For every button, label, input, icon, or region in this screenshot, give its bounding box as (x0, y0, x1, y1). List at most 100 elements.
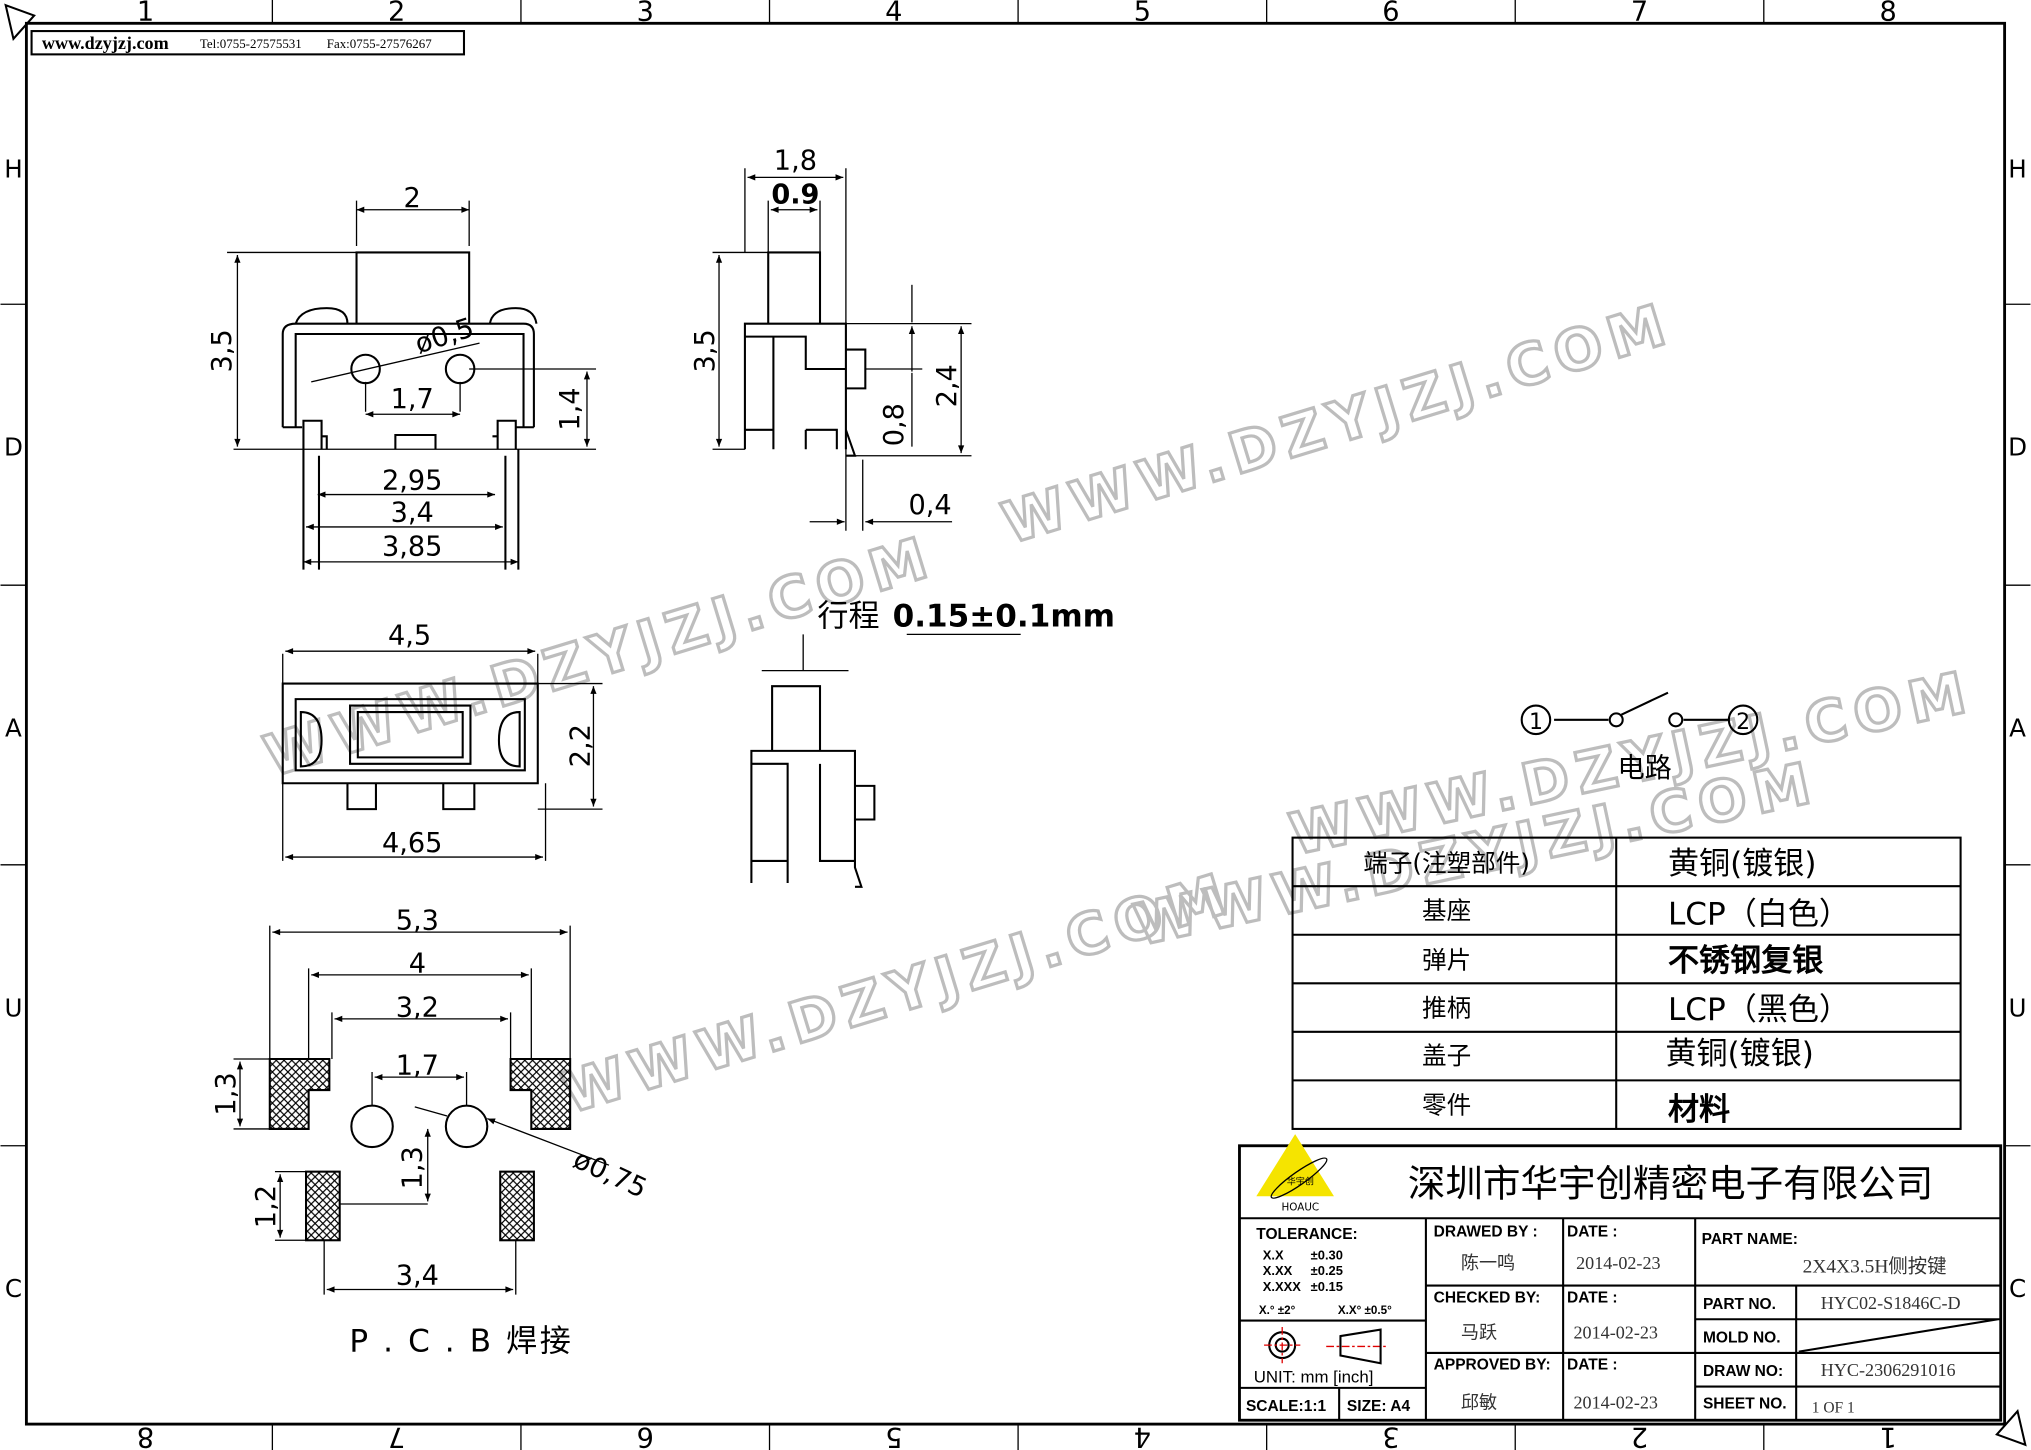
grid-columns-4: 5 (885, 1421, 902, 1450)
title-block-sheet-no-label: SHEET NO. (1703, 1396, 1787, 1413)
grid-columns-0: 1 (1879, 1421, 1896, 1450)
front-view: 2 3,5 ø0,5 1,7 1,4 2,95 3,4 3,85 (207, 183, 597, 570)
grid-rows-3: U (4, 993, 22, 1022)
materials-rows-0-material: 黄铜(镀银) (1668, 846, 1817, 882)
title-block-logo-brand: HOAUC (1282, 1201, 1320, 1213)
materials-rows-1-part: 基座 (1422, 896, 1471, 925)
dim-1-8: 1,8 (774, 146, 817, 177)
drawed-by: 陈一鸣 (1461, 1253, 1515, 1273)
dim-2-95: 2,95 (382, 465, 443, 496)
title-block-tolerances-1-val: ±0.25 (1311, 1263, 1343, 1278)
grid-column-labels-bottom: 8 7 6 5 4 3 2 1 (137, 1421, 1897, 1450)
grid-columns-0: 1 (137, 0, 154, 28)
dim-2-4: 2,4 (932, 364, 963, 407)
title-block-date-label: DATE : (1567, 1357, 1618, 1374)
title-block-approved-by-label: APPROVED BY: (1434, 1357, 1551, 1374)
grid-columns-3: 4 (885, 0, 902, 28)
part-no: HYC02-S1846C-D (1821, 1293, 1961, 1313)
title-block-date-label: DATE : (1567, 1289, 1618, 1306)
dim-1-3-hole: 1,3 (397, 1146, 428, 1189)
grid-rows-2: A (2009, 714, 2026, 743)
grid-rows-1: D (2008, 433, 2027, 462)
dim-hole-diameter: ø0,5 (411, 312, 477, 360)
scale-label: SCALE:1:1 (1246, 1398, 1327, 1415)
grid-columns-6: 7 (388, 1421, 405, 1450)
grid-columns-3: 4 (1134, 1421, 1151, 1450)
title-block-tolerances-2-val: ±0.15 (1311, 1279, 1343, 1294)
grid-rows-4: C (2009, 1274, 2026, 1303)
dim-4: 4 (409, 948, 426, 979)
title-block-drawed-by-label: DRAWED BY : (1434, 1223, 1538, 1240)
materials-rows-2-material: 不锈钢复银 (1668, 943, 1824, 979)
materials-rows-1-material: LCP（白色） (1668, 896, 1850, 932)
dim-hole-0-75: ø0,75 (568, 1144, 651, 1205)
date-drawed: 2014-02-23 (1576, 1253, 1660, 1273)
grid-rows-2: A (5, 714, 22, 743)
side-view: 1,8 0.9 3,5 2,4 0,8 0,4 (690, 146, 972, 531)
grid-rows-1: D (4, 433, 23, 462)
grid-rows-3: U (2009, 993, 2027, 1022)
dim-4-5: 4,5 (388, 621, 431, 652)
website-text: www.dzyjzj.com (42, 33, 169, 53)
travel-value: 0.15±0.1mm (893, 599, 1115, 635)
date-approved: 2014-02-23 (1573, 1393, 1657, 1413)
dim-3-4-pcb: 3,4 (396, 1260, 439, 1291)
title-block-tolerances-2-fmt: X.XXX (1263, 1279, 1301, 1294)
dim-3-5: 3,5 (690, 329, 721, 372)
date-checked: 2014-02-23 (1573, 1323, 1657, 1343)
grid-columns-5: 6 (637, 1421, 654, 1450)
materials-rows-3-material: LCP（黑色） (1668, 992, 1850, 1028)
materials-rows-3-part: 推柄 (1422, 993, 1471, 1022)
title-block-angle-tol-2: X.X° ±0.5° (1338, 1304, 1392, 1317)
title-block-angle-tol-1: X.° ±2° (1259, 1304, 1296, 1317)
grid-row-labels: H D A U C H D A U C (4, 154, 2027, 1303)
watermark: WWW.DZYJZJ.COM (555, 860, 1240, 1127)
tolerance-label: TOLERANCE: (1256, 1226, 1357, 1243)
grid-columns-7: 8 (1879, 0, 1896, 28)
dim-hole-pitch: 1,7 (391, 384, 434, 415)
pin-2-label: 2 (1736, 710, 1750, 735)
table-row: 弹片 不锈钢复银 (1422, 943, 1824, 979)
dim-4-65: 4,65 (382, 828, 443, 859)
dim-2-2: 2,2 (566, 724, 597, 767)
size-label: SIZE: A4 (1347, 1398, 1411, 1415)
title-block-part-name-label: PART NAME: (1702, 1231, 1798, 1248)
company-logo: 华宇创 HOAUC (1256, 1134, 1334, 1213)
grid-columns-2: 3 (1382, 1421, 1399, 1450)
company-name: 深圳市华宇创精密电子有限公司 (1408, 1161, 1933, 1205)
dim-0-9: 0.9 (771, 179, 819, 210)
circuit-diagram: 1 2 电路 (1520, 691, 1759, 784)
dim-3-85: 3,85 (382, 531, 443, 562)
title-block-logo-text: 华宇创 (1287, 1176, 1314, 1188)
tel-text: Tel:0755-27575531 (200, 36, 302, 51)
grid-rows-4: C (5, 1274, 22, 1303)
dim-button-width: 2 (404, 183, 421, 214)
table-row: 基座 LCP（白色） (1422, 896, 1850, 932)
grid-columns-7: 8 (137, 1421, 154, 1450)
materials-rows-5-material: 材料 (1668, 1092, 1730, 1128)
draw-no: HYC-2306291016 (1821, 1360, 1956, 1380)
dim-3-2: 3,2 (396, 992, 439, 1023)
circuit-label: 电路 (1618, 753, 1672, 784)
materials-rows-2-part: 弹片 (1422, 945, 1471, 974)
materials-rows-4-material: 黄铜(镀银) (1665, 1036, 1814, 1072)
material-table: 端子(注塑部件) 黄铜(镀银) 基座 LCP（白色） 弹片 不锈钢复银 推柄 L… (1291, 836, 1962, 1130)
materials-rows-5-part: 零件 (1422, 1090, 1471, 1119)
travel-label: 行程 (817, 599, 879, 635)
grid-columns-1: 2 (388, 0, 405, 28)
watermark: WWW.DZYJZJ.COM (995, 290, 1680, 557)
materials-rows-4-part: 盖子 (1422, 1041, 1471, 1070)
contact-header: www.dzyjzj.com Tel:0755-27575531 Fax:075… (30, 30, 466, 56)
title-block-checked-by-label: CHECKED BY: (1434, 1289, 1541, 1306)
grid-columns-4: 5 (1134, 0, 1151, 28)
title-block-draw-no-label: DRAW NO: (1703, 1363, 1783, 1380)
fax-text: Fax:0755-27576267 (327, 36, 432, 51)
table-row: 端子(注塑部件) 黄铜(镀银) (1363, 846, 1816, 882)
dim-1-3-pad: 1,3 (211, 1072, 242, 1115)
unit-label: UNIT: mm [inch] (1254, 1368, 1374, 1387)
dim-5-3: 5,3 (396, 906, 439, 937)
grid-columns-5: 6 (1382, 0, 1399, 28)
title-block-part-no-label: PART NO. (1703, 1296, 1776, 1313)
